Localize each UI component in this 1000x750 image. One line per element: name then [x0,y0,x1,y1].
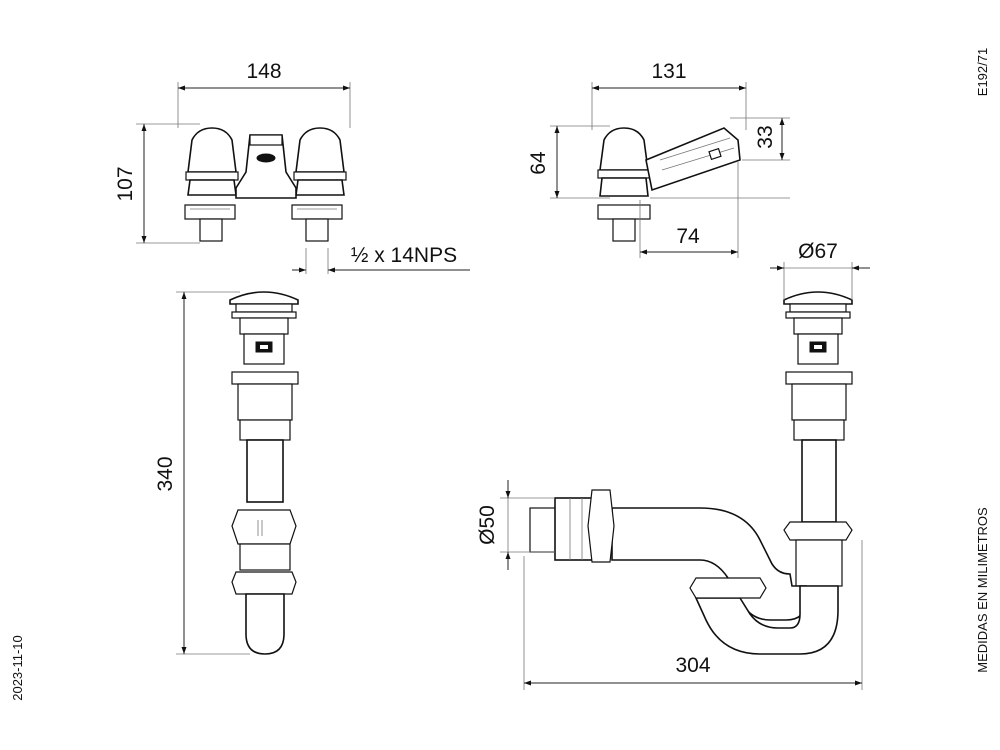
faucet-side-view [597,127,741,242]
dim-107-label: 107 [114,166,137,201]
trap-assembly [529,291,853,655]
drawing-code: E192/71 [975,48,990,96]
dimension-148: 148 [177,60,351,128]
dimension-131: 131 [591,60,747,130]
dimension-d50: Ø50 [476,480,555,570]
dimension-64: 64 [527,125,610,199]
dim-74-label: 74 [676,225,700,248]
drain-assembly [229,291,299,655]
dimension-d67: Ø67 [770,240,870,300]
dim-d50-label: Ø50 [476,505,499,545]
dim-340-label: 340 [154,456,177,491]
dim-148-label: 148 [246,60,281,83]
dimension-304: 304 [523,540,863,690]
dimension-thread: ½ x 14NPS [292,244,470,274]
dim-131-label: 131 [651,60,686,83]
dim-thread-label: ½ x 14NPS [351,244,457,267]
dimension-107: 107 [114,123,200,244]
faucet-front-view [184,127,347,242]
drawing-date: 2023-11-10 [10,635,25,701]
dim-304-label: 304 [675,654,710,677]
dimension-340: 340 [154,291,250,655]
dimension-33: 33 [650,117,790,199]
dim-33-label: 33 [754,125,777,148]
dimension-74: 74 [639,162,739,258]
dim-64-label: 64 [527,151,550,175]
units-note: MEDIDAS EN MILIMETROS [975,507,990,673]
dim-d67-label: Ø67 [798,240,838,263]
